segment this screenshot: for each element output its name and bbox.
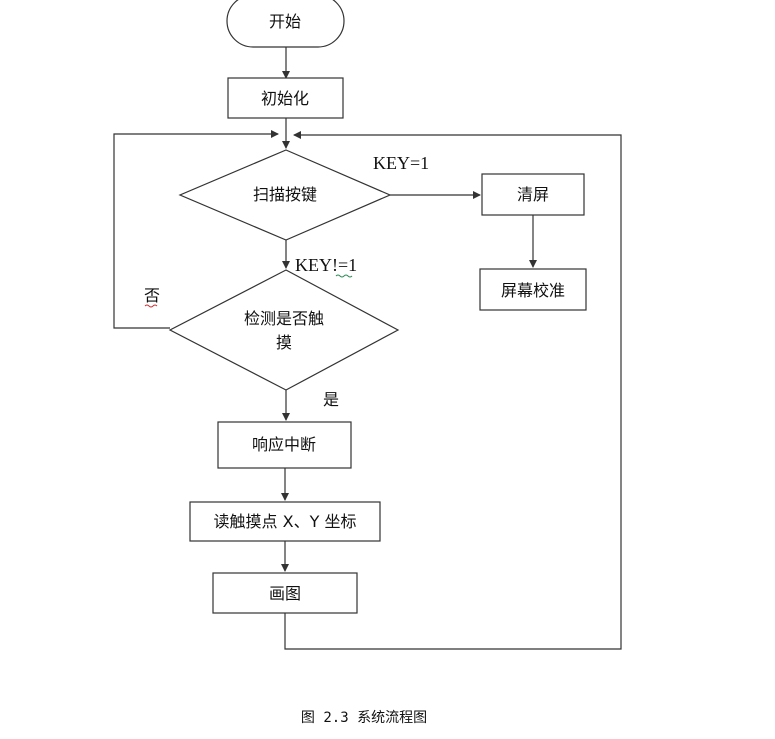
edge-label-key-eq-1: KEY=1 (373, 153, 429, 173)
node-detect-touch: 检测是否触 摸 (168, 269, 400, 391)
edge-no-loop (113, 130, 279, 329)
node-start-label: 开始 (269, 12, 301, 31)
squiggle-underline-no (144, 304, 158, 308)
node-read-xy-label: 读触摸点 X、Y 坐标 (214, 512, 357, 531)
node-scan-keys: 扫描按键 (178, 149, 392, 241)
node-clear-screen-label: 清屏 (517, 185, 549, 204)
node-read-xy: 读触摸点 X、Y 坐标 (189, 501, 381, 542)
node-calibrate: 屏幕校准 (479, 268, 587, 311)
node-interrupt: 响应中断 (217, 421, 352, 469)
node-clear-screen: 清屏 (481, 173, 585, 216)
edge-label-no: 否 (144, 286, 160, 305)
edge-return-loop (284, 131, 622, 650)
node-draw: 画图 (212, 572, 358, 614)
edge-label-yes: 是 (323, 390, 339, 409)
connectors (113, 47, 622, 650)
node-scan-keys-label: 扫描按键 (253, 185, 317, 204)
node-calibrate-label: 屏幕校准 (501, 281, 565, 300)
node-init: 初始化 (227, 77, 344, 119)
node-detect-touch-label-2: 摸 (276, 333, 292, 352)
node-start: 开始 (226, 0, 345, 48)
node-interrupt-label: 响应中断 (252, 435, 316, 454)
edge-label-key-ne-1: KEY!=1 (295, 255, 357, 275)
squiggle-underline (335, 274, 353, 278)
node-init-label: 初始化 (261, 89, 309, 108)
node-draw-label: 画图 (269, 584, 301, 603)
figure-caption: 图 2.3 系统流程图 (301, 710, 427, 726)
node-detect-touch-label-1: 检测是否触 (244, 309, 324, 328)
